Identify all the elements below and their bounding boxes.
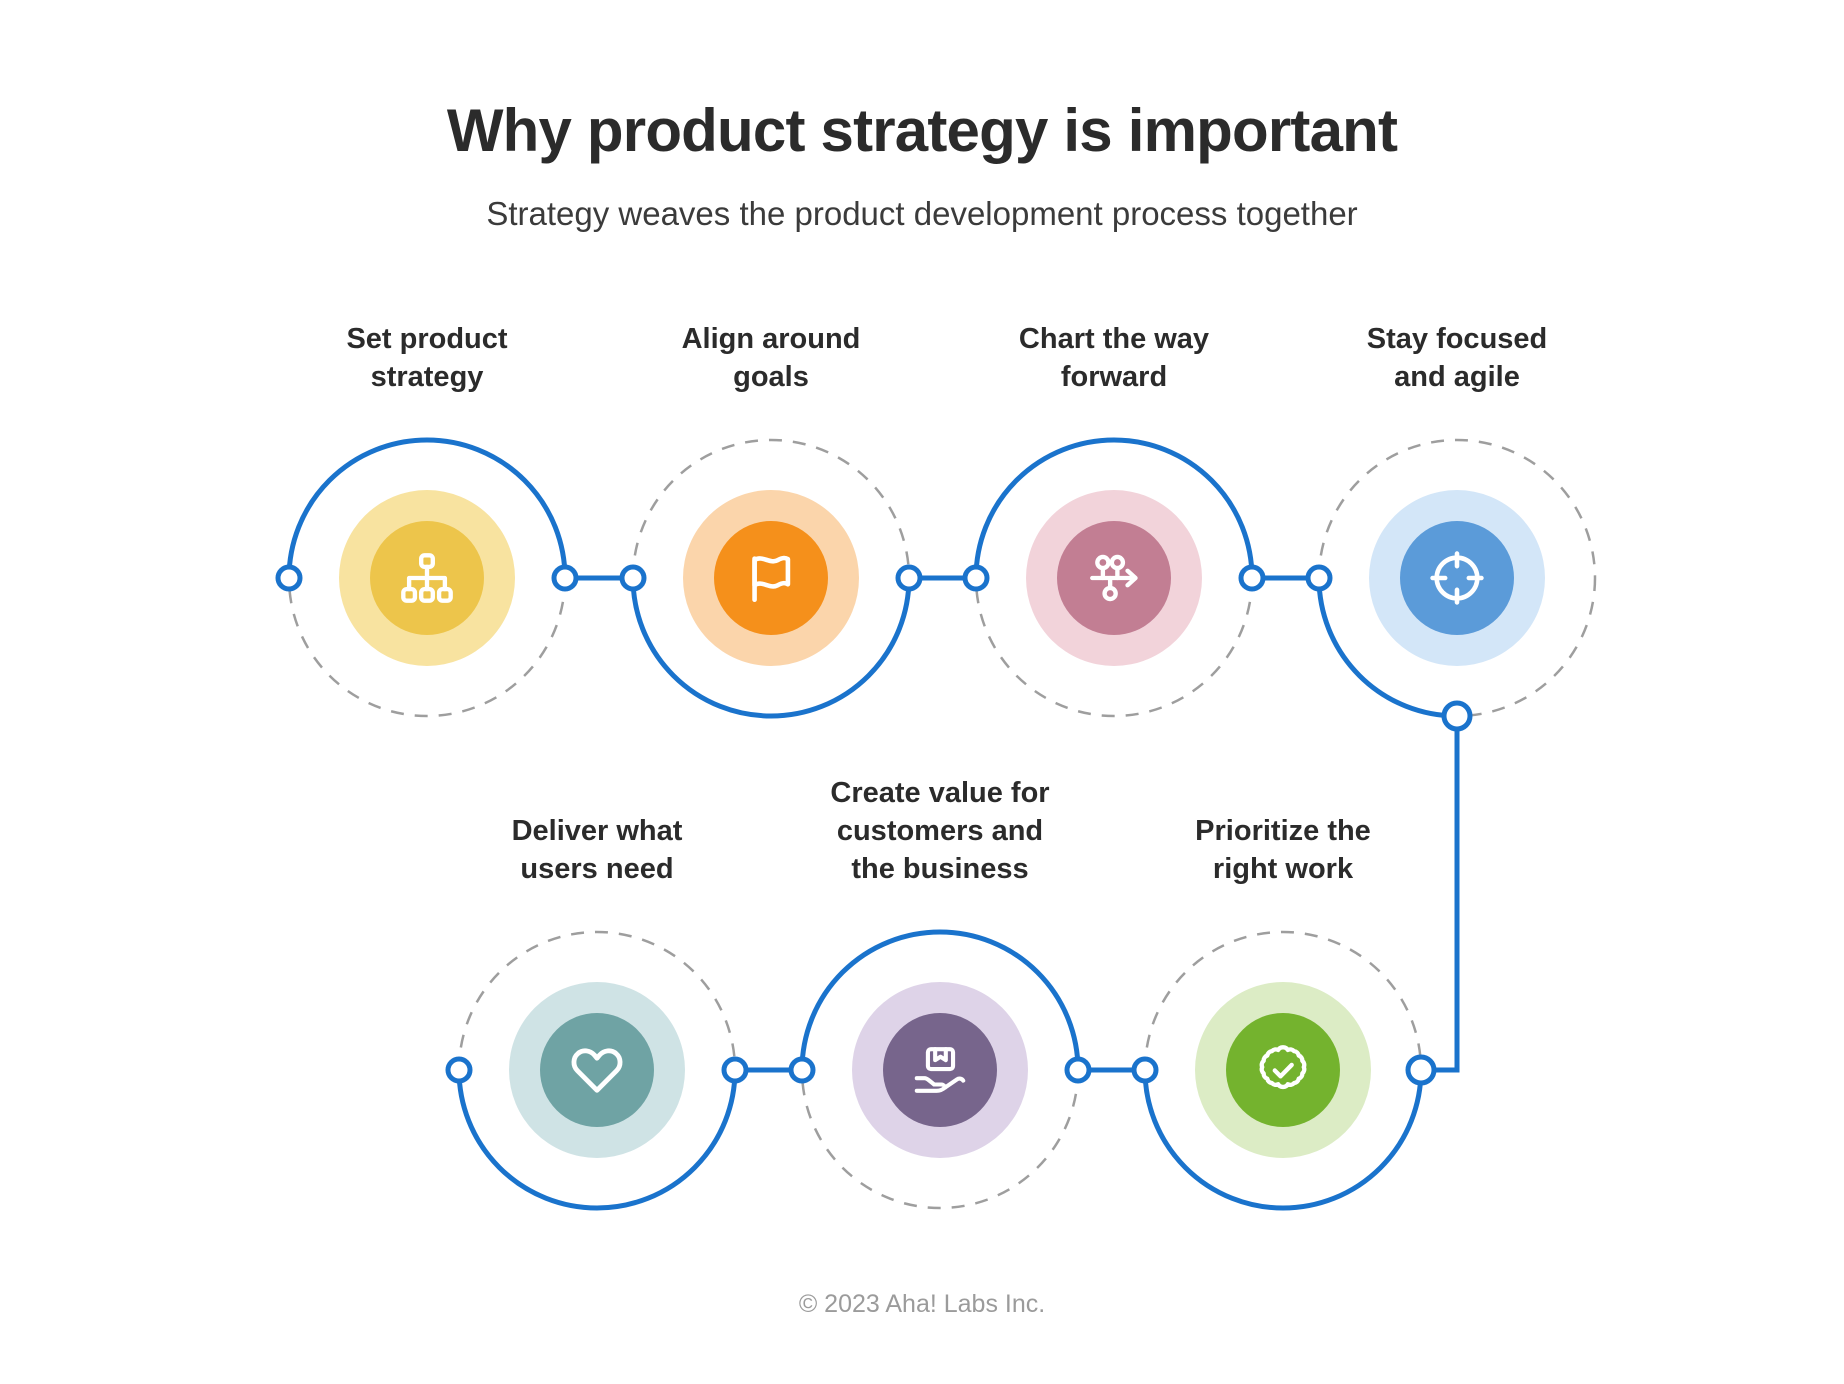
badge-check-icon [1254, 1041, 1312, 1099]
hand-package-icon [911, 1041, 969, 1099]
header: Why product strategy is important Strate… [0, 0, 1844, 234]
target-icon [1428, 549, 1486, 607]
page-title: Why product strategy is important [446, 97, 1398, 164]
label-line: right work [1212, 853, 1354, 885]
label-line: the business [851, 853, 1029, 885]
node-label-create-value: Create value for customers and the busin… [790, 774, 1090, 888]
node-core [540, 1013, 654, 1127]
label-line: Align around [681, 323, 861, 355]
label-line: strategy [370, 361, 484, 393]
node-deliver-what-users-need[interactable] [483, 956, 711, 1184]
node-prioritize-the-right-work[interactable] [1169, 956, 1397, 1184]
node-core [1057, 521, 1171, 635]
node-chart-the-way-forward[interactable] [1000, 464, 1228, 692]
label-line: customers and [836, 815, 1044, 847]
node-label-deliver-what-users-need: Deliver what users need [447, 812, 747, 888]
node-label-align-around-goals: Align around goals [621, 320, 921, 396]
node-core [714, 521, 828, 635]
node-create-value[interactable] [826, 956, 1054, 1184]
flag-icon [742, 549, 800, 607]
heart-icon [568, 1041, 626, 1099]
node-align-around-goals[interactable] [657, 464, 885, 692]
label-line: Stay focused [1366, 323, 1548, 355]
node-core [1400, 521, 1514, 635]
label-line: Prioritize the [1195, 815, 1371, 847]
label-line: Set product [346, 323, 508, 355]
node-label-prioritize-the-right-work: Prioritize the right work [1133, 812, 1433, 888]
label-line: Chart the way [1018, 323, 1210, 355]
label-line: users need [520, 853, 674, 885]
node-label-chart-the-way-forward: Chart the way forward [964, 320, 1264, 396]
node-core [883, 1013, 997, 1127]
label-line: Create value for [830, 777, 1050, 809]
label-line: and agile [1394, 361, 1520, 393]
node-core [370, 521, 484, 635]
label-line: goals [733, 361, 809, 393]
joint-dots [275, 564, 1473, 1086]
page-subtitle: Strategy weaves the product development … [486, 195, 1358, 232]
label-line: Deliver what [511, 815, 683, 847]
node-core [1226, 1013, 1340, 1127]
roadmap-icon [1085, 549, 1143, 607]
footer-copyright: © 2023 Aha! Labs Inc. [798, 1290, 1046, 1318]
node-stay-focused-and-agile[interactable] [1343, 464, 1571, 692]
node-label-stay-focused-and-agile: Stay focused and agile [1307, 320, 1607, 396]
node-label-set-product-strategy: Set product strategy [277, 320, 577, 396]
hierarchy-icon [398, 549, 456, 607]
label-line: forward [1060, 361, 1168, 393]
node-set-product-strategy[interactable] [313, 464, 541, 692]
